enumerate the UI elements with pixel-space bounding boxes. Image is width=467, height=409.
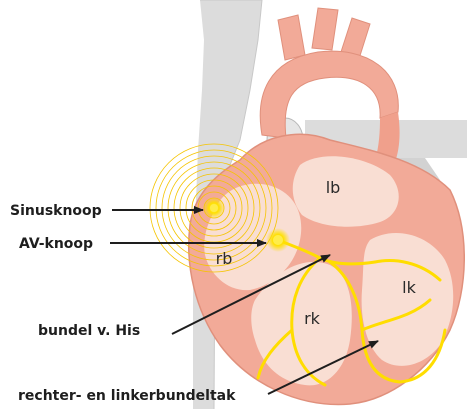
label-bundeltak: rechter- en linkerbundeltak bbox=[18, 388, 236, 404]
label-av-knoop: AV-knoop bbox=[19, 236, 93, 252]
label-sinusknoop: Sinusknoop bbox=[10, 203, 102, 219]
chamber-label-lk: lk bbox=[402, 278, 416, 297]
chamber-label-rk: rk bbox=[304, 309, 321, 328]
chamber-label-lb: lb bbox=[326, 178, 341, 197]
av-node bbox=[266, 228, 290, 252]
chamber-label-rb: rb bbox=[216, 249, 233, 268]
label-bundel-his: bundel v. His bbox=[38, 323, 140, 339]
sa-node bbox=[203, 197, 225, 219]
